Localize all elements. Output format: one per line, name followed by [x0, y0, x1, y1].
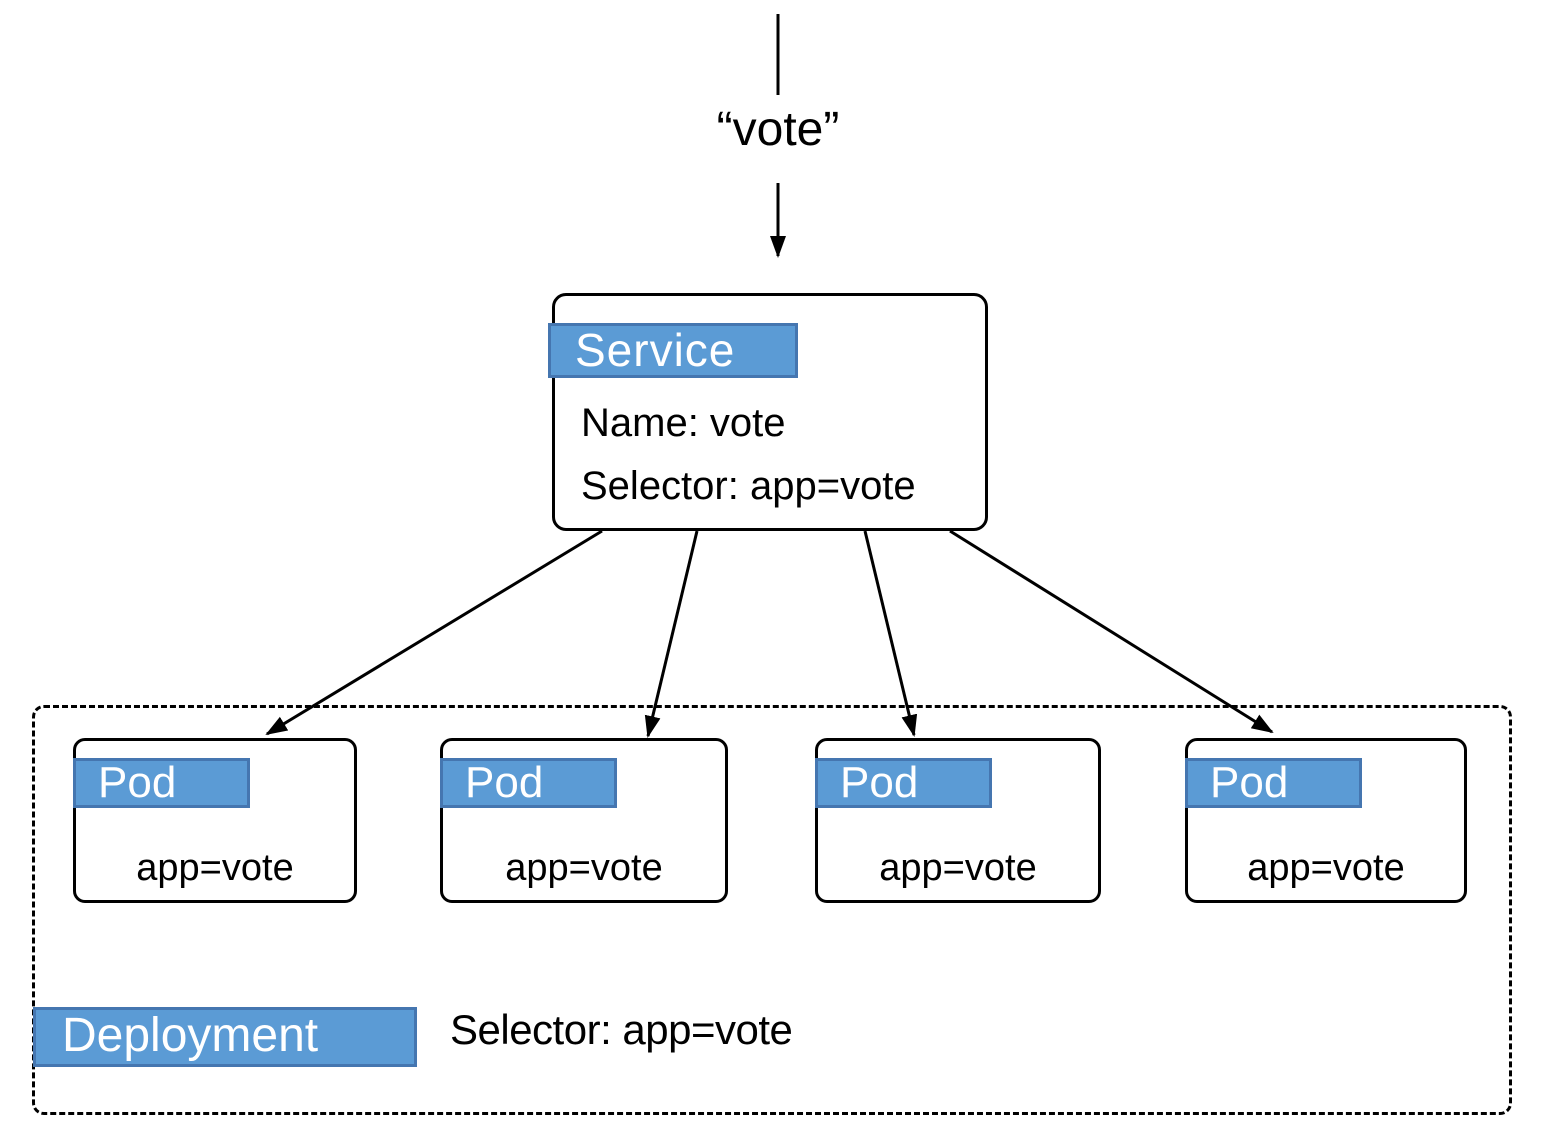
- service-to-pod2-arrow: [644, 530, 699, 738]
- pod-label: app=vote: [505, 847, 663, 889]
- service-name-line: Name: vote: [581, 401, 786, 445]
- pod-box-2: Pod app=vote: [440, 738, 728, 903]
- pod-label: app=vote: [136, 847, 294, 889]
- pod-tag: Pod: [815, 758, 992, 808]
- deployment-boundary: [32, 705, 1512, 1115]
- pod-tag: Pod: [440, 758, 617, 808]
- incoming-request-label: “vote”: [716, 103, 840, 156]
- pod-box-3: Pod app=vote: [815, 738, 1101, 903]
- pod-label: app=vote: [879, 847, 1037, 889]
- pod-tag: Pod: [1185, 758, 1362, 808]
- service-box: Service Name: vote Selector: app=vote: [548, 293, 988, 531]
- deployment-tag: Deployment: [33, 1007, 417, 1067]
- pod-box-1: Pod app=vote: [73, 738, 357, 903]
- deployment-selector-line: Selector: app=vote: [450, 1006, 793, 1053]
- service-to-pod3-arrow: [863, 530, 918, 737]
- pod-tag: Pod: [73, 758, 250, 808]
- service-to-pod4-arrow: [949, 529, 1274, 734]
- service-details: Name: vote Selector: app=vote: [581, 392, 916, 518]
- service-tag: Service: [548, 323, 798, 378]
- service-to-pod1-arrow: [265, 529, 603, 736]
- pod-label: app=vote: [1247, 847, 1405, 889]
- pod-box-4: Pod app=vote: [1185, 738, 1467, 903]
- service-selector-line: Selector: app=vote: [581, 464, 916, 508]
